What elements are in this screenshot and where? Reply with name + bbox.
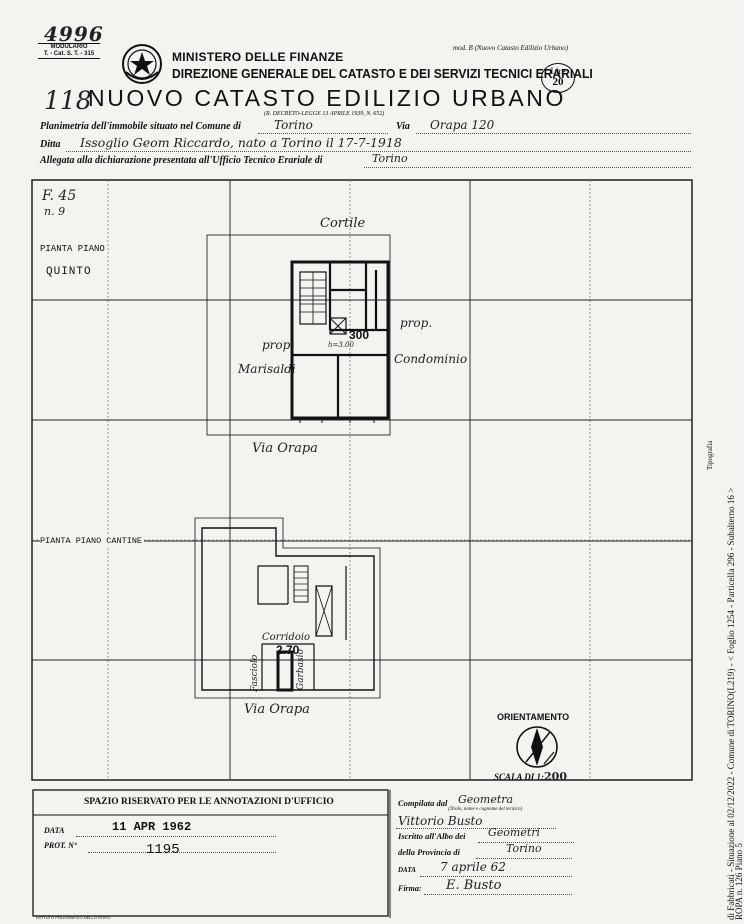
floor-plan-quinto: [206, 234, 391, 436]
side-text-line3: Tipografia: [706, 440, 714, 470]
firma-value: E. Busto: [446, 878, 502, 893]
height-note: h=3.00: [328, 341, 354, 349]
allegata-label: Allegata alla dichiarazione presentata a…: [40, 155, 323, 166]
stamp-label: Lire: [550, 66, 566, 76]
orientation-label: ORIENTAMENTO: [497, 712, 570, 722]
scale-prefix: SCALA DI 1:: [494, 772, 545, 782]
cortile-label: Cortile: [320, 216, 366, 231]
firma-label: Firma:: [398, 884, 422, 893]
republic-emblem-icon: [122, 44, 162, 84]
decree-ref: (R. DECRETO-LEGGE 13 APRILE 1939, N. 652…: [264, 111, 385, 117]
compilata-value: Geometra: [458, 793, 514, 806]
office-data-value: 11 APR 1962: [112, 820, 192, 834]
numero-label: n. 9: [44, 205, 66, 218]
via-label: Via: [396, 121, 410, 132]
planimetria-label: Planimetria dell'immobile situato nel Co…: [40, 121, 241, 132]
scale-value: 200: [544, 770, 567, 783]
albo-value: Geometri: [488, 826, 541, 839]
prop-right-1: prop.: [400, 316, 433, 330]
ufficio-value: Torino: [372, 152, 408, 165]
foglio-label: F. 45: [42, 188, 77, 204]
office-data-label: DATA: [44, 826, 65, 835]
registry-title: NUOVO CATASTO EDILIZIO URBANO: [88, 85, 566, 111]
compilata-note: (Titolo, nome e cognome del tecnico): [448, 807, 523, 812]
office-prot-label: PROT. N°: [44, 841, 78, 850]
height2-label: 2.70: [276, 643, 300, 657]
direction-name: DIREZIONE GENERALE DEL CATASTO E DEI SER…: [172, 66, 593, 81]
revenue-stamp: Lire 20: [541, 63, 575, 93]
ditta-label: Ditta: [40, 139, 61, 150]
office-title: SPAZIO RISERVATO PER LE ANNOTAZIONI D'UF…: [84, 797, 334, 807]
stamp-value: 20: [552, 76, 564, 88]
street-top-label: Via Orapa: [252, 441, 318, 456]
office-prot-value: 1195: [146, 842, 180, 858]
ministry-name: MINISTERO DELLE FINANZE: [172, 50, 344, 64]
comune-value: Torino: [274, 118, 313, 132]
provincia-label: della Provincia di: [398, 847, 460, 857]
modulario-line1: MODULARIO: [50, 44, 88, 50]
cellar-right-label: Garbasio: [296, 649, 306, 690]
compilata-label: Compilata dal: [398, 798, 448, 808]
side-text-line2: ROPA n. 126 Piano 5: [734, 843, 744, 920]
printer-label: ISTITUTO POLIGRAFICO DELLO STATO: [36, 915, 111, 920]
albo-label: Iscritto all'Albo dei: [398, 831, 466, 841]
north-arrow-icon: [516, 726, 558, 768]
street-bottom-label: Via Orapa: [244, 702, 310, 717]
cellar-left-label: Fasciolo: [250, 654, 260, 692]
model-label: mod. B (Nuovo Catasto Edilizio Urbano): [453, 44, 569, 52]
height-tag: 300: [349, 328, 370, 342]
modulario-line2: T. - Cat. S. T. - 315: [43, 51, 95, 57]
via-value: Orapa 120: [430, 118, 495, 132]
floor-plan-cantine: [194, 517, 381, 699]
prop-right-2: Condominio: [394, 352, 468, 366]
provincia-value: Torino: [506, 842, 542, 855]
compiler-data-label: DATA: [398, 866, 416, 874]
scale-label: SCALA DI 1:200: [494, 770, 567, 783]
floor1-name: QUINTO: [46, 266, 92, 278]
floor2-label: PIANTA PIANO CANTINE: [40, 536, 145, 546]
prop-left-2: Marisaldi: [238, 362, 296, 376]
compiler-data-value: 7 aprile 62: [440, 860, 506, 874]
compiler-name: Vittorio Busto: [398, 814, 483, 828]
ditta-value: Issoglio Geom Riccardo, nato a Torino il…: [80, 135, 402, 150]
prop-left-1: prop.: [262, 338, 295, 352]
sheet-number: 118: [44, 86, 92, 115]
corridor-label: Corridoio: [262, 632, 311, 643]
doc-number: 4996: [44, 22, 104, 46]
floor1-label: PIANTA PIANO: [40, 244, 105, 254]
modulario-box: MODULARIO T. - Cat. S. T. - 315: [38, 43, 100, 59]
